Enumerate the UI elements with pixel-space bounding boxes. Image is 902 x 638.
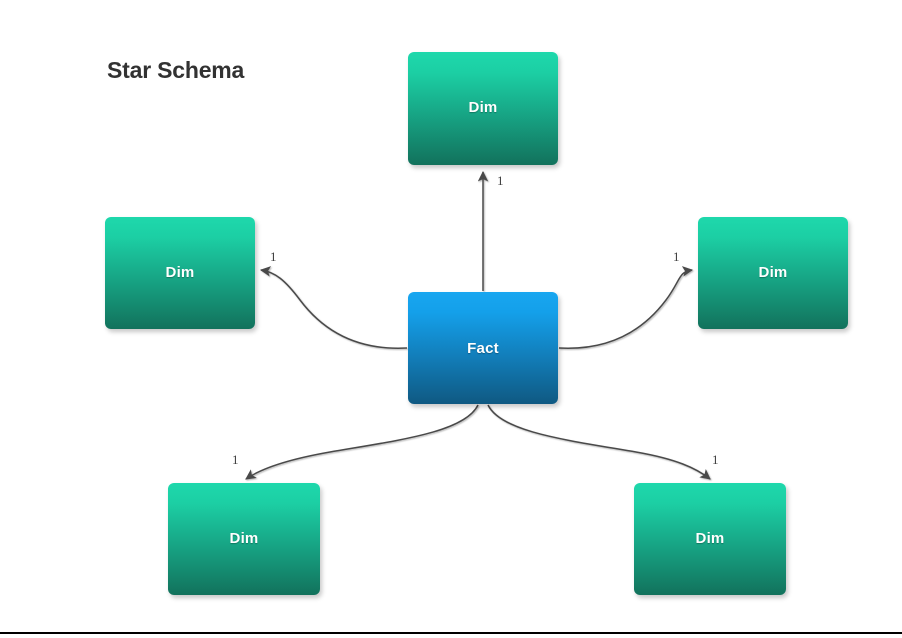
node-label: Dim	[695, 529, 725, 547]
edge-label-fact-to-dim-left: 1	[270, 249, 277, 264]
node-label: Dim	[758, 263, 788, 281]
node-label: Fact	[467, 339, 499, 357]
node-label: Dim	[229, 529, 259, 547]
node-dim-top[interactable]: Dim	[408, 52, 558, 165]
edge-label-fact-to-dim-top: 1	[497, 173, 504, 188]
node-dim-left[interactable]: Dim	[105, 217, 255, 329]
edge-label-fact-to-dim-bottom-right: 1	[712, 452, 719, 467]
node-dim-right[interactable]: Dim	[698, 217, 848, 329]
node-fact-center[interactable]: Fact	[408, 292, 558, 404]
node-label: Dim	[165, 263, 195, 281]
edge-label-fact-to-dim-bottom-left: 1	[232, 452, 239, 467]
bottom-divider	[0, 632, 902, 634]
connector-fact-to-dim-bottom-right	[487, 404, 711, 480]
connector-fact-to-dim-right	[558, 266, 694, 349]
node-dim-bottom-right[interactable]: Dim	[634, 483, 786, 595]
node-label: Dim	[468, 99, 498, 116]
connector-fact-to-dim-bottom-left	[245, 404, 479, 480]
page-title: Star Schema	[107, 57, 245, 83]
connector-fact-to-dim-left	[259, 266, 408, 349]
edge-label-fact-to-dim-right: 1	[673, 249, 680, 264]
node-dim-bottom-left[interactable]: Dim	[168, 483, 320, 595]
